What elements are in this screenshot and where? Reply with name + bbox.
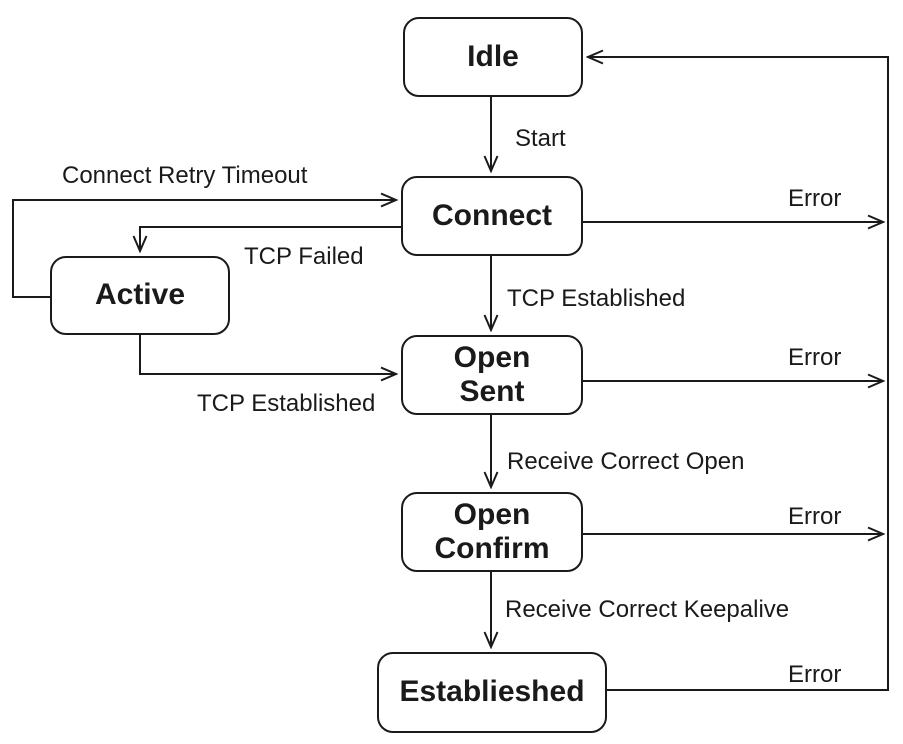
state-connect: Connect	[401, 176, 583, 256]
edge-active-to-connect-retry	[12, 200, 396, 298]
label-tcp-failed: TCP Failed	[244, 243, 364, 270]
edge-active-to-open-sent	[139, 335, 396, 374]
edge-established-error-to-idle	[588, 57, 889, 691]
label-receive-correct-open: Receive Correct Open	[507, 448, 745, 475]
label-connect-retry-timeout: Connect Retry Timeout	[62, 162, 308, 189]
state-open-sent: Open Sent	[401, 335, 583, 415]
state-idle: Idle	[403, 17, 583, 97]
state-active: Active	[50, 256, 230, 335]
label-error-established: Error	[788, 661, 842, 688]
label-tcp-established-connect: TCP Established	[507, 285, 686, 312]
edge-connect-to-active-tcp-failed	[140, 226, 401, 251]
label-error-open-confirm: Error	[788, 503, 842, 530]
state-open-confirm: Open Confirm	[401, 492, 583, 572]
label-tcp-established-active: TCP Established	[197, 390, 376, 417]
state-established: Establieshed	[377, 652, 607, 733]
label-error-connect: Error	[788, 185, 842, 212]
label-receive-correct-keepalive: Receive Correct Keepalive	[505, 596, 790, 623]
label-start: Start	[515, 125, 566, 152]
label-error-open-sent: Error	[788, 344, 842, 371]
